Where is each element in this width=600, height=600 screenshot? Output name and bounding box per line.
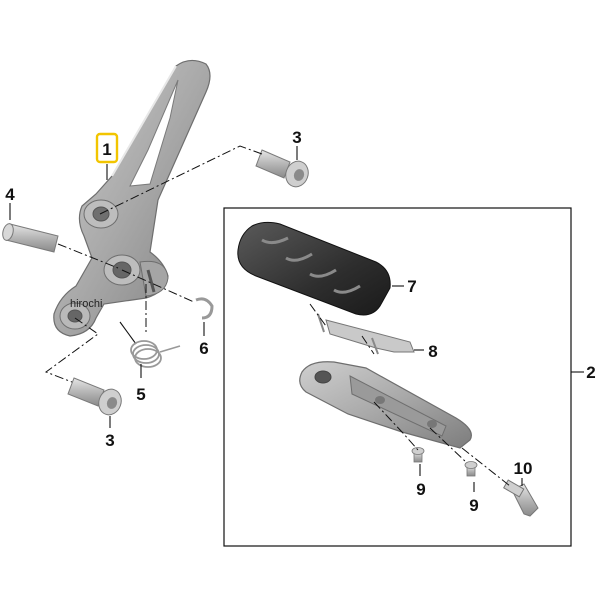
callout-9-left: 9	[416, 480, 425, 499]
assembly-frame	[223, 207, 572, 547]
callout-3-top: 3	[292, 128, 301, 147]
bolt-bottom	[67, 377, 122, 416]
callout-2: 2	[586, 363, 595, 382]
callout-7: 7	[407, 277, 416, 296]
callout-1: 1	[102, 140, 111, 159]
mounting-plate	[317, 313, 415, 355]
screw-left	[411, 447, 425, 463]
watermark-text: hirochi	[70, 298, 102, 310]
callout-6: 6	[199, 339, 208, 358]
bolt-top	[255, 149, 309, 188]
footpeg-body	[299, 361, 472, 449]
torsion-spring	[119, 321, 181, 368]
screw-right	[464, 461, 478, 477]
callout-highlight	[95, 132, 119, 164]
rubber-pad	[237, 221, 391, 316]
callout-5: 5	[136, 385, 145, 404]
callout-10: 10	[514, 459, 533, 478]
callout-8: 8	[428, 342, 437, 361]
retaining-clip	[195, 297, 214, 320]
callout-4: 4	[5, 185, 15, 204]
callout-3-bottom: 3	[105, 431, 114, 450]
leader-lines	[9, 146, 523, 492]
pivot-pin	[2, 223, 59, 253]
assembly-lines-left	[44, 145, 263, 383]
callout-9-right: 9	[469, 496, 478, 515]
assembly-lines-right	[309, 303, 511, 487]
